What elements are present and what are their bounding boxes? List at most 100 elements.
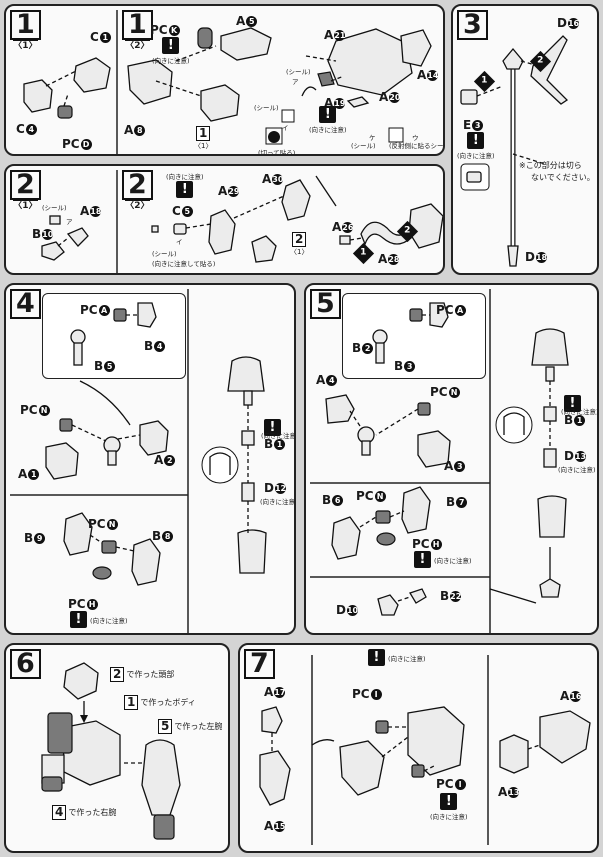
part-label-d12: D12: [264, 481, 287, 495]
seal-label: (シール): [42, 204, 67, 212]
reference-step-2-1: 2 〈1〉: [290, 232, 309, 256]
seal-id-b: イ: [176, 238, 183, 246]
step-6-heading: 6: [10, 649, 41, 679]
orientation-warning: !: [564, 395, 581, 412]
part-label-a19: A19: [324, 96, 346, 110]
step-3-heading: 3: [457, 10, 488, 40]
orientation-warning: !(向きに注意): [309, 106, 347, 134]
seal-id-a: ア: [292, 78, 299, 86]
reflective-seal-note: (反射側に貼るシール): [389, 142, 444, 150]
part-label-a13: A13: [498, 785, 520, 799]
warning-icon: !: [70, 611, 87, 628]
step-2-illustration: [41, 170, 443, 273]
warning-icon: !: [368, 649, 385, 666]
orientation-warning: !(向きに注意): [70, 611, 128, 628]
orientation-seal-note: (向きに注意して貼る): [152, 260, 216, 268]
seal-label: (シール): [254, 104, 279, 112]
orientation-note: (向きに注意): [561, 408, 599, 416]
part-label-b22: B22: [440, 589, 462, 603]
step-number: 2: [122, 170, 153, 200]
part-label-a26: A26: [332, 220, 354, 234]
step-number: 3: [457, 10, 488, 40]
part-label-a30: A30: [262, 172, 284, 186]
orientation-warning: !(向きに注意): [152, 37, 190, 65]
orientation-warning: !(向きに注意): [368, 649, 426, 666]
substep-label: 〈1〉: [13, 40, 38, 51]
orientation-note: (向きに注意): [261, 432, 296, 440]
part-label-a20: A20: [379, 90, 401, 104]
step-2-1-heading: 2 〈1〉: [10, 170, 41, 212]
part-label-a18: A18: [80, 204, 102, 218]
substep-label: 〈1〉: [13, 200, 38, 211]
step-7-heading: 7: [244, 649, 275, 679]
reference-step-1-1: 1 〈1〉: [194, 126, 213, 150]
part-label-a14: A14: [417, 68, 439, 82]
warning-icon: !: [467, 132, 485, 149]
step-number: 1: [122, 10, 153, 40]
warning-icon: !: [564, 395, 581, 412]
part-label-d16: D16: [557, 16, 580, 30]
step-5-illustration: [310, 289, 569, 633]
step-4-heading: 4: [10, 289, 41, 319]
warning-icon: !: [440, 793, 458, 810]
step-7-illustration: [259, 655, 591, 845]
part-label-a28: A28: [378, 252, 400, 266]
orientation-warning: !: [264, 419, 281, 436]
warning-icon: !: [319, 106, 337, 123]
step-1-2-heading: 1 〈2〉: [122, 10, 153, 52]
cut-note: (切って貼る): [258, 149, 296, 156]
step-number: 1: [10, 10, 41, 40]
orientation-warning: (向きに注意): [558, 466, 596, 474]
do-not-cut-note-2: ないでください。: [531, 173, 595, 182]
step-number: 2: [10, 170, 41, 200]
step-number: 7: [244, 649, 275, 679]
seal-id-b: イ: [282, 124, 289, 132]
substep-label: 〈2〉: [125, 40, 150, 51]
step-1-illustration: [23, 10, 432, 154]
step-number: 5: [310, 289, 341, 319]
part-label-d10: D10: [336, 603, 359, 617]
part-label-a21: A21: [324, 28, 346, 42]
orientation-warning: !(向きに注意): [414, 551, 472, 568]
seal-label: (シール): [351, 142, 376, 150]
part-label-a15: A15: [264, 819, 286, 833]
step-5-heading: 5: [310, 289, 341, 319]
warning-icon: !: [162, 37, 180, 54]
part-label-a16: A16: [560, 689, 582, 703]
substep-label: 〈2〉: [125, 200, 150, 211]
orientation-warning: (向きに注意): [260, 498, 296, 506]
step-2-2-heading: 2 〈2〉: [122, 170, 153, 212]
